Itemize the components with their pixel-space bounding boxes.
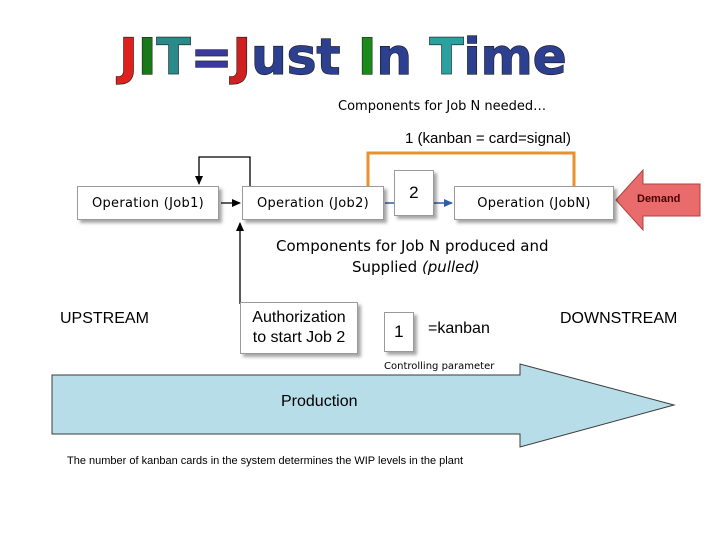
demand-label: Demand — [637, 193, 681, 205]
title-segment: I — [138, 28, 157, 86]
title-segment: ust — [251, 28, 358, 86]
page-title: JIT=Just In Time — [116, 27, 568, 86]
kanban-signal-label: 1 (kanban = card=signal) — [405, 130, 571, 147]
upstream-label: UPSTREAM — [60, 310, 149, 327]
components-produced-line2: Supplied (pulled) — [352, 258, 480, 276]
title-text: JIT=Just In Time — [116, 28, 566, 86]
production-arrow-shape — [51, 363, 676, 448]
title-segment: = — [191, 28, 233, 86]
title-segment: J — [230, 28, 252, 86]
operation-jobn-box: Operation (JobN) — [454, 186, 614, 220]
production-label: Production — [281, 393, 358, 410]
demand-arrow-shape — [615, 168, 701, 232]
controlling-parameter-label: Controlling parameter — [384, 361, 495, 372]
title-segment: T — [157, 28, 191, 86]
pulled-text: (pulled) — [421, 258, 480, 276]
title-segment: n — [376, 28, 429, 86]
downstream-label: DOWNSTREAM — [560, 310, 678, 327]
authorization-box: Authorization to start Job 2 — [240, 302, 358, 354]
authorization-line1: Authorization — [252, 309, 346, 326]
feedback-loop-arrow — [195, 156, 251, 188]
kanban-card-2: 2 — [394, 170, 434, 216]
components-produced-line1: Components for Job N produced and — [276, 237, 549, 255]
authorization-line2: to start Job 2 — [252, 329, 346, 346]
operation-job1-box: Operation (Job1) — [77, 186, 219, 220]
operation-job2-box: Operation (Job2) — [242, 186, 384, 220]
components-needed-label: Components for Job N needed… — [338, 99, 547, 114]
title-segment: J — [116, 28, 138, 86]
kanban-equals-label: =kanban — [428, 320, 490, 337]
title-segment: I — [358, 28, 377, 86]
kanban-card-1: 1 — [384, 312, 414, 352]
supplied-text: Supplied — [352, 258, 422, 276]
title-segment: ime — [464, 28, 567, 86]
kanban-loop — [366, 151, 576, 187]
footnote: The number of kanban cards in the system… — [67, 455, 463, 467]
title-segment: T — [429, 28, 463, 86]
